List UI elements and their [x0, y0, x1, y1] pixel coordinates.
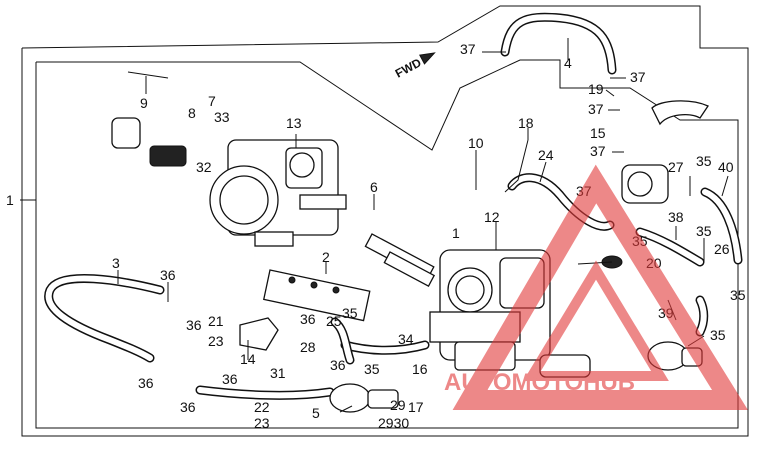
label-18: 18 — [518, 115, 534, 131]
label-37d: 37 — [590, 143, 606, 159]
label-7: 7 — [208, 93, 216, 109]
label-12: 12 — [484, 209, 500, 225]
label-9: 9 — [140, 95, 148, 111]
label-35g: 35 — [710, 327, 726, 343]
label-37c: 37 — [588, 101, 604, 117]
hose-34 — [340, 340, 430, 355]
rod-18 — [504, 139, 529, 193]
label-19: 19 — [588, 81, 604, 97]
label-25: 25 — [326, 313, 342, 329]
watermark-inner-triangle — [523, 260, 669, 381]
label-38: 38 — [668, 209, 684, 225]
fuel-valve-5 — [329, 383, 399, 413]
hose-4 — [500, 12, 617, 75]
label-36b: 36 — [186, 317, 202, 333]
label-35f: 35 — [730, 287, 746, 303]
air-valve-27 — [621, 164, 669, 204]
hose-38-40 — [635, 187, 743, 337]
outer-frame — [21, 5, 749, 437]
label-8: 8 — [188, 105, 196, 121]
label-23a: 23 — [208, 333, 224, 349]
label-32: 32 — [196, 159, 212, 175]
watermark-triangle — [452, 164, 748, 410]
carburetor-13 — [209, 139, 347, 247]
label-6: 6 — [370, 179, 378, 195]
label-2930: 2930 — [378, 415, 409, 431]
label-29: 29 — [390, 397, 406, 413]
label-14: 14 — [240, 351, 256, 367]
label-33: 33 — [214, 109, 230, 125]
label-4: 4 — [564, 55, 572, 71]
label-28: 28 — [300, 339, 316, 355]
label-22: 22 — [254, 399, 270, 415]
fwd-label: FWD — [393, 55, 424, 80]
label-3: 3 — [112, 255, 120, 271]
label-35c: 35 — [696, 153, 712, 169]
label-36c: 36 — [138, 375, 154, 391]
label-36e: 36 — [180, 399, 196, 415]
hose-22-23 — [195, 385, 335, 400]
label-35e: 35 — [696, 223, 712, 239]
label-17: 17 — [408, 399, 424, 415]
watermark-text: AUTOMOTOHUB — [444, 369, 635, 396]
label-34: 34 — [398, 331, 414, 347]
rod-9 — [127, 71, 169, 79]
hose-3 — [44, 273, 165, 363]
label-36f: 36 — [300, 311, 316, 327]
label-37b: 37 — [630, 69, 646, 85]
label-35b: 35 — [364, 361, 380, 377]
bracket-14 — [239, 317, 279, 351]
label-24: 24 — [538, 147, 554, 163]
inner-frame — [35, 59, 739, 429]
link-plate-2 — [262, 269, 371, 322]
label-13: 13 — [286, 115, 302, 131]
label-2: 2 — [322, 249, 330, 265]
label-36a: 36 — [160, 267, 176, 283]
label-1b: 1 — [452, 225, 460, 241]
label-31: 31 — [270, 365, 286, 381]
label-36d: 36 — [222, 371, 238, 387]
label-16: 16 — [412, 361, 428, 377]
label-40: 40 — [718, 159, 734, 175]
hose-24 — [507, 173, 615, 231]
label-21: 21 — [208, 313, 224, 329]
label-23b: 23 — [254, 415, 270, 431]
label-10: 10 — [468, 135, 484, 151]
label-1: 1 — [6, 192, 14, 208]
label-15: 15 — [590, 125, 606, 141]
hose-25 — [330, 317, 355, 365]
fwd-arrow: FWD — [393, 52, 436, 81]
label-35a: 35 — [342, 305, 358, 321]
spring-32 — [111, 117, 187, 167]
watermark: AUTOMOTOHUB — [444, 164, 748, 410]
joint-pipe-11 — [364, 233, 436, 287]
label-36g: 36 — [330, 357, 346, 373]
label-5: 5 — [312, 405, 320, 421]
label-26: 26 — [714, 241, 730, 257]
label-37a: 37 — [460, 41, 476, 57]
bracket-top-right — [651, 100, 709, 126]
label-27: 27 — [668, 159, 684, 175]
